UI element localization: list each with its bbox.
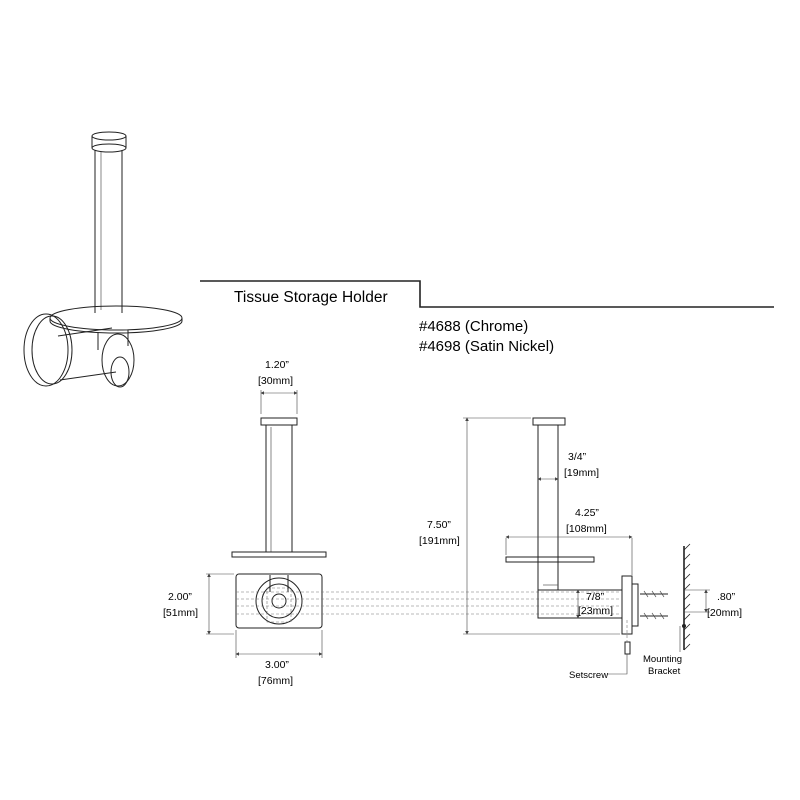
dim-projection-in: 4.25” bbox=[575, 507, 599, 519]
dim-arm-height-in: 7/8” bbox=[586, 591, 605, 603]
dim-flange-width-in: 3.00” bbox=[265, 659, 289, 671]
dim-bracket-depth-mm: [20mm] bbox=[707, 607, 742, 619]
dim-width-top-in: 1.20” bbox=[265, 359, 289, 371]
dim-flange-height-in: 2.00” bbox=[168, 591, 192, 603]
callout-setscrew: Setscrew bbox=[569, 670, 608, 681]
dim-rod-diameter-in: 3/4” bbox=[568, 451, 587, 463]
front-view bbox=[231, 417, 327, 629]
callout-bracket: Bracket bbox=[648, 666, 681, 677]
dim-arm-height-mm: [23mm] bbox=[578, 605, 613, 617]
dim-rod-diameter-mm: [19mm] bbox=[564, 467, 599, 479]
dim-flange-height-mm: [51mm] bbox=[163, 607, 198, 619]
perspective-product-view bbox=[23, 131, 183, 388]
dim-width-top-mm: [30mm] bbox=[258, 375, 293, 387]
dim-projection-mm: [108mm] bbox=[566, 523, 607, 535]
front-dimension-lines bbox=[206, 390, 323, 658]
dim-bracket-depth-in: .80” bbox=[717, 591, 736, 603]
dim-total-height-mm: [191mm] bbox=[419, 535, 460, 547]
center-lines bbox=[236, 591, 620, 615]
dim-flange-width-mm: [76mm] bbox=[258, 675, 293, 687]
model-chrome: #4688 (Chrome) bbox=[419, 318, 528, 335]
side-view bbox=[505, 417, 691, 655]
callout-mounting: Mounting bbox=[643, 654, 682, 665]
title-step-line bbox=[200, 280, 774, 308]
product-title: Tissue Storage Holder bbox=[234, 289, 388, 306]
side-dimension-lines bbox=[463, 417, 710, 675]
model-satin-nickel: #4698 (Satin Nickel) bbox=[419, 338, 554, 355]
dim-total-height-in: 7.50” bbox=[427, 519, 451, 531]
